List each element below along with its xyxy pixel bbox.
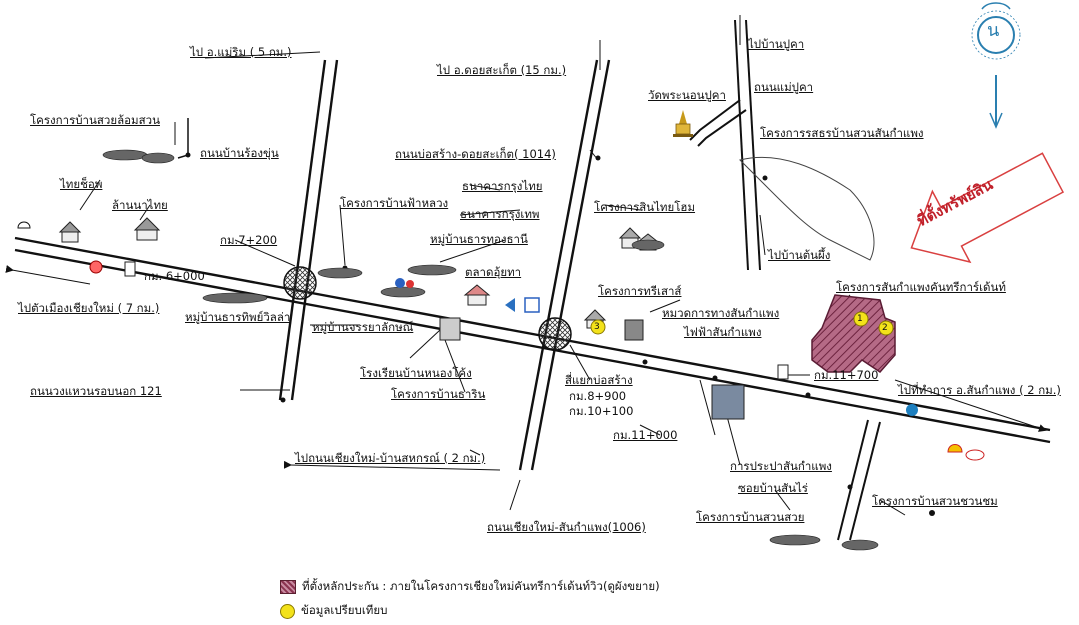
pu-kha-road	[689, 19, 761, 271]
legend-dot-icon	[280, 603, 295, 619]
property-arrow	[910, 152, 1065, 264]
marker-2-label: 2	[882, 323, 888, 333]
house-icons	[58, 217, 789, 420]
label-to-doi-saket: ไป อ.ดอยสะเก็ต (15 กม.)	[437, 63, 567, 77]
label-to-chiang-mai: ไปตัวเมืองเชียงใหม่ ( 7 กม.)	[18, 301, 160, 315]
label-km-7-200: กม.7+200	[220, 233, 278, 247]
legend-comparison-text: ข้อมูลเปรียบเทียบ	[301, 603, 388, 617]
legend-comparison: ข้อมูลเปรียบเทียบ	[280, 602, 387, 620]
label-soi-ban-san-rai: ซอยบ้านสันไร่	[738, 481, 808, 495]
label-krung-thai-bank: ธนาคารกรุงไทย	[462, 179, 543, 193]
label-to-ban-pu-kha: ไปบ้านปูคา	[748, 37, 805, 51]
label-thong-thani: หมู่บ้านธารทองธานี	[430, 232, 528, 246]
label-sin-thai-home: โครงการสินไทยโฮม	[594, 200, 696, 214]
leader-lines	[5, 15, 1047, 516]
label-khan-tree-estate: โครงการสันกำแพงคันทรีการ์เด้นท์	[836, 280, 1006, 294]
bo-sang-doi-saket-road	[518, 59, 611, 471]
label-talat-uthai: ตลาดอุ้ยทา	[465, 265, 522, 279]
label-km-10-100: กม.10+100	[569, 404, 634, 418]
label-electricity: ไฟฟ้าสันกำแพง	[684, 325, 762, 339]
logo-letter: น	[987, 20, 1000, 41]
ring-road-121	[278, 59, 339, 401]
legend-property: ที่ตั้งหลักประกัน : ภายในโครงการเชียงใหม…	[280, 578, 660, 596]
ros-ban-suan-outline	[739, 156, 875, 261]
label-to-ban-ton-phueng: ไปบ้านต้นผึ้ง	[768, 248, 831, 262]
label-fa-luang: โครงการบ้านฟ้าหลวง	[340, 196, 449, 210]
label-km-11-000: กม.11+000	[613, 428, 678, 442]
label-wat-phra-non: วัดพระนอนปูคา	[648, 88, 726, 102]
marker-3-label: 3	[594, 322, 600, 332]
label-mae-pu-kha-road: ถนนแม่ปูคา	[754, 80, 814, 94]
intersection-km7	[283, 266, 317, 300]
marker-1	[853, 311, 869, 327]
label-suan-chuan-chom: โครงการบ้านสวนชวนชม	[872, 494, 998, 508]
label-bo-sang-doi-saket-road: ถนนบ่อสร้าง-ดอยสะเก็ต( 1014)	[395, 147, 556, 161]
label-km-8-900: กม.8+900	[569, 389, 627, 403]
label-km-6-000: กม. 6+000	[144, 269, 205, 283]
label-suan-suay: โครงการบ้านสวนสวย	[696, 510, 805, 524]
marker-1-label: 1	[857, 314, 863, 324]
label-thai-shop: ไทยช็อพ	[60, 177, 103, 191]
temple-icon	[673, 110, 693, 137]
label-tip-wila: หมู่บ้านธารทิพย์วิลล่า	[185, 310, 291, 324]
legend-hatch-icon	[280, 580, 296, 594]
label-to-san-kamphaeng-office: ไปที่ทำการ อ.สันกำแพง ( 2 กม.)	[898, 383, 1061, 397]
intersection-bo-sang	[538, 317, 572, 351]
label-rong-khun-road: ถนนบ้านร้องขุ่น	[200, 146, 279, 160]
label-waterworks: การประปาสันกำแพง	[730, 459, 832, 473]
comparison-markers	[590, 311, 894, 336]
label-to-cm-sahakorn: ไปถนนเชียงใหม่-บ้านสหกรณ์ ( 2 กม.)	[295, 451, 486, 465]
marker-2	[878, 320, 894, 336]
label-chanya-lak: หมู่บ้านจรรยาลักษณ์	[312, 320, 414, 334]
poi-icons	[17, 221, 985, 461]
vegetation	[102, 149, 879, 551]
label-ring-road-121: ถนนวงแหวนรอบนอก 121	[30, 384, 162, 398]
label-bangkok-bank: ธนาคารกรุงเทพ	[460, 207, 540, 221]
label-suay-lom-suan: โครงการบ้านสวยล้อมสวน	[30, 113, 160, 127]
label-highway-dept: หมวดการทางสันกำแพง	[662, 306, 780, 320]
label-cm-san-kamphaeng-road: ถนนเชียงใหม่-สันกำแพง(1006)	[487, 520, 646, 534]
logo-emblem	[971, 2, 1021, 129]
property-parcel	[811, 294, 896, 373]
label-bo-sang-intersection: สี่แยกบ่อสร้าง	[565, 373, 633, 387]
label-ros-ban-suan: โครงการรสธรบ้านสวนสันกำแพง	[760, 126, 924, 140]
label-km-11-700: กม.11+700	[814, 368, 879, 382]
main-road	[14, 236, 1051, 444]
legend-property-text: ที่ตั้งหลักประกัน : ภายในโครงการเชียงใหม…	[302, 579, 660, 593]
rong-khun-road	[177, 118, 189, 159]
label-nong-khong-school: โรงเรียนบ้านหนองโค้ง	[360, 366, 472, 380]
soi-ban-san-rai-road	[837, 419, 881, 541]
label-thara-rin: โครงการบ้านธาริน	[391, 387, 486, 401]
label-tree-sathorn: โครงการทรีเสาส์	[598, 284, 682, 298]
label-lanna-thai: ล้านนาไทย	[112, 198, 168, 212]
marker-3	[590, 319, 606, 335]
label-to-mae-rim: ไป อ.แม่ริม ( 5 กม.)	[190, 45, 292, 59]
